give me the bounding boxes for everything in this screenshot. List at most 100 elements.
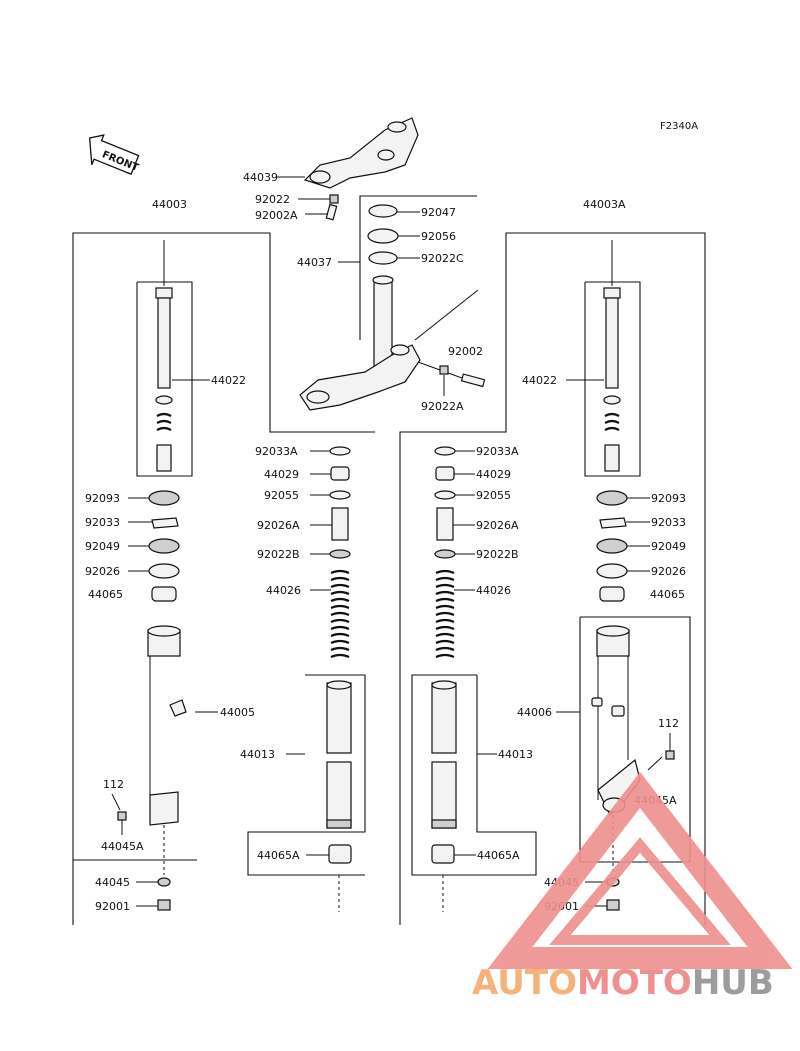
label-right-92055: 92055 <box>476 489 511 502</box>
right-washer-92022B <box>434 549 456 559</box>
left-oilseal-92049 <box>148 538 180 554</box>
nut-92022A <box>439 365 449 375</box>
left-oring-92055 <box>329 490 351 500</box>
left-ring-92033A <box>329 446 351 456</box>
label-right-112: 112 <box>658 717 679 730</box>
label-right-44065A: 44065A <box>477 849 520 862</box>
label-left-44045: 44045 <box>95 876 130 889</box>
washer-92022C <box>368 251 398 265</box>
label-left-92022B: 92022B <box>257 548 300 561</box>
left-washer-44045 <box>157 877 171 887</box>
label-right-44029: 44029 <box>476 468 511 481</box>
right-oilseal-92049 <box>596 538 628 554</box>
left-clip-92033 <box>151 517 179 529</box>
label-right-92022B: 92022B <box>476 548 519 561</box>
brand-hub: HUB <box>691 963 774 1003</box>
label-right-44013: 44013 <box>498 748 533 761</box>
label-right-92049: 92049 <box>651 540 686 553</box>
left-bolt-92001 <box>157 899 171 911</box>
left-spacer-92026A <box>331 507 349 541</box>
left-bushing-44065 <box>151 586 177 602</box>
left-cap-44029 <box>330 466 350 481</box>
right-oring-92055 <box>434 490 456 500</box>
label-right-44006: 44006 <box>517 706 552 719</box>
left-fork-tube-44022 <box>155 240 173 472</box>
label-left-44045A: 44045A <box>101 840 144 853</box>
label-92022: 92022 <box>255 193 290 206</box>
label-right-44065: 44065 <box>650 588 685 601</box>
left-assembly-frame <box>72 232 375 925</box>
left-washer-92022B <box>329 549 351 559</box>
label-left-112: 112 <box>103 778 124 791</box>
label-left-44065: 44065 <box>88 588 123 601</box>
right-spring-44026 <box>435 569 455 659</box>
label-left-92049: 92049 <box>85 540 120 553</box>
right-inner-box <box>584 281 641 477</box>
right-spacer-92026A <box>436 507 454 541</box>
label-92047: 92047 <box>421 206 456 219</box>
upper-bracket-44039 <box>303 117 419 189</box>
left-bolt-112 <box>117 811 127 821</box>
label-92056: 92056 <box>421 230 456 243</box>
label-right-92026: 92026 <box>651 565 686 578</box>
brand-moto: MOTO <box>576 963 692 1003</box>
right-washer-92026 <box>596 563 628 579</box>
label-right-92033: 92033 <box>651 516 686 529</box>
left-spring-44026 <box>330 569 350 659</box>
left-inner-box <box>136 281 193 477</box>
label-left-92026A: 92026A <box>257 519 300 532</box>
figure-code: F2340A <box>660 121 698 132</box>
label-44003A: 44003A <box>583 198 626 211</box>
label-right-92026A: 92026A <box>476 519 519 532</box>
label-44003: 44003 <box>152 198 187 211</box>
left-washer-92026 <box>148 563 180 579</box>
right-cap-44029 <box>435 466 455 481</box>
label-right-92093: 92093 <box>651 492 686 505</box>
label-left-92001: 92001 <box>95 900 130 913</box>
nut-92022 <box>329 194 339 204</box>
label-left-44029: 44029 <box>264 468 299 481</box>
label-44039: 44039 <box>243 171 278 184</box>
bearing-92056 <box>367 228 399 244</box>
right-tube-frame <box>411 674 537 876</box>
right-bushing-44065 <box>599 586 625 602</box>
bolt-92002A <box>325 203 338 221</box>
automotohub-brand-text: AUTOMOTOHUB <box>472 963 774 1003</box>
left-bushing-44065A <box>328 844 352 864</box>
label-left-92093: 92093 <box>85 492 120 505</box>
label-left-44005: 44005 <box>220 706 255 719</box>
right-inner-tube-44013 <box>431 680 457 829</box>
right-ring-92033A <box>434 446 456 456</box>
label-left-44026: 44026 <box>266 584 301 597</box>
right-bolt-112 <box>665 750 675 760</box>
label-left-44022: 44022 <box>211 374 246 387</box>
front-arrow-icon: FRONT <box>88 134 140 176</box>
right-fork-tube-44022 <box>603 240 621 472</box>
left-tube-frame <box>247 674 366 876</box>
label-92002A: 92002A <box>255 209 298 222</box>
seal-92047 <box>368 204 398 218</box>
right-bushing-44065A <box>431 844 455 864</box>
label-right-44022: 44022 <box>522 374 557 387</box>
label-left-44013: 44013 <box>240 748 275 761</box>
right-assembly-frame <box>399 232 706 925</box>
brand-auto: AUTO <box>472 963 577 1003</box>
label-left-92033: 92033 <box>85 516 120 529</box>
left-plug-44005 <box>169 699 187 717</box>
left-outer-tube <box>147 625 181 826</box>
right-bolt-92001 <box>606 899 620 911</box>
left-inner-tube-44013 <box>326 680 352 829</box>
center-stem-frame <box>359 195 477 340</box>
label-right-92033A: 92033A <box>476 445 519 458</box>
bolt-92002 <box>460 373 486 388</box>
label-92022A: 92022A <box>421 400 464 413</box>
label-left-92026: 92026 <box>85 565 120 578</box>
label-left-92033A: 92033A <box>255 445 298 458</box>
right-clip-92033 <box>599 517 627 529</box>
label-44037: 44037 <box>297 256 332 269</box>
automotohub-logo-icon <box>487 772 793 969</box>
label-92002: 92002 <box>448 345 483 358</box>
label-right-44026: 44026 <box>476 584 511 597</box>
